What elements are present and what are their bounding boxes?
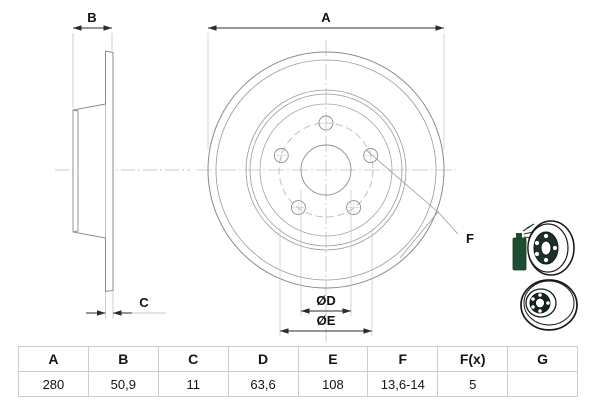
bolt-hole	[290, 200, 306, 216]
thumbnail-brake-disc[interactable]	[520, 279, 578, 331]
thumbnail2-bolt-hole	[531, 305, 535, 309]
spec-value-c: 11	[157, 371, 229, 397]
thumbnail-bolt-hole	[534, 240, 540, 246]
dimension-diameter-d-label: ØD	[316, 293, 336, 308]
bolt-hole	[318, 115, 334, 131]
spec-header-fx: F(x)	[437, 346, 509, 372]
spec-value-e: 108	[297, 371, 369, 397]
disc-friction-ring-inner	[245, 89, 407, 251]
thumbnail-bolt-hole	[543, 233, 549, 239]
dimension-c-label: C	[139, 295, 149, 310]
thumbnail2-bore	[535, 297, 545, 309]
bolt-hole	[273, 148, 289, 163]
dimension-c: C	[86, 290, 166, 318]
spec-value-a: 280	[18, 371, 89, 397]
side-view-group: B C	[55, 10, 190, 318]
spec-table: A B C D E F F(x) G 280 50,9 11 63,6 108 …	[18, 346, 578, 397]
thumbnail-bolt-hole	[543, 257, 549, 263]
product-thumbnails	[512, 220, 578, 331]
side-view-hub-section	[72, 103, 106, 239]
bolt-hole	[363, 148, 379, 163]
spec-value-f: 13,6-14	[367, 371, 439, 397]
spec-header-c: C	[157, 346, 229, 372]
dimension-a: A	[207, 10, 445, 150]
diameter-extension-lines	[279, 190, 373, 336]
side-view-disc-plate	[105, 50, 114, 293]
spec-table-header-row: A B C D E F F(x) G	[18, 346, 578, 372]
bolt-hole-group	[273, 115, 379, 216]
spec-value-fx: 5	[437, 371, 509, 397]
dimension-diameter-d: ØD	[301, 293, 351, 314]
thumbnail-bolt-hole	[552, 245, 558, 251]
dimension-f-label: F	[466, 231, 474, 246]
spec-header-g: G	[507, 346, 578, 372]
spec-value-g	[507, 371, 578, 397]
thumbnail2-bolt-hole	[538, 293, 542, 297]
thumbnail-bolt-hole	[534, 251, 540, 257]
disc-hat-outer	[259, 103, 393, 237]
spec-header-d: D	[227, 346, 299, 372]
thumbnail2-bolt-hole	[531, 297, 535, 301]
bolt-hole	[346, 200, 362, 216]
spec-table-row: 280 50,9 11 63,6 108 13,6-14 5	[18, 371, 578, 397]
centre-bore	[300, 144, 352, 196]
dimension-b: B	[72, 10, 113, 108]
dimension-a-label: A	[321, 10, 331, 25]
dimension-diameter-e: ØE	[280, 313, 372, 334]
spray-can-icon	[512, 237, 527, 271]
spec-header-e: E	[297, 346, 369, 372]
spec-header-b: B	[87, 346, 159, 372]
thumbnail2-bolt-hole	[546, 301, 550, 305]
spec-value-b: 50,9	[87, 371, 159, 397]
thumbnail-spray-can-and-disc[interactable]	[512, 220, 575, 276]
disc-swept-area-edge	[249, 93, 403, 247]
front-view-group: A F ØD	[196, 10, 474, 342]
spec-header-a: A	[18, 346, 89, 372]
thumbnail2-bolt-hole	[538, 309, 542, 313]
dimension-f-leader: F	[365, 149, 474, 259]
thumbnail-disc-bore	[540, 240, 552, 256]
disc-friction-ring-outer	[215, 59, 437, 281]
spray-can-nozzle-icon	[516, 233, 522, 238]
dimension-b-label: B	[87, 10, 96, 25]
disc-outer-edge	[207, 51, 445, 289]
spec-header-f: F	[367, 346, 439, 372]
spec-value-d: 63,6	[227, 371, 299, 397]
dimension-diameter-e-label: ØE	[317, 313, 336, 328]
